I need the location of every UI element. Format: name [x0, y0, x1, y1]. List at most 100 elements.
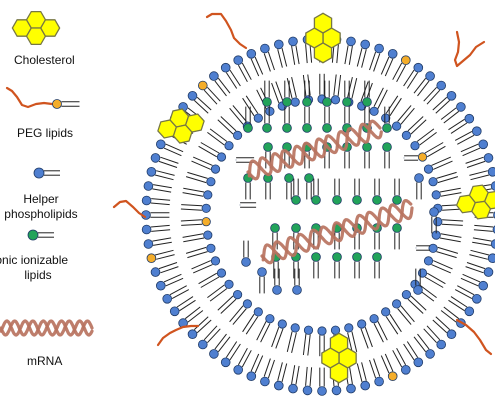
- lipid-head: [52, 99, 62, 109]
- core-lipid: [263, 173, 273, 200]
- lipid-head: [425, 349, 435, 359]
- lipid-tail: [232, 308, 247, 325]
- outer-helper-lipid: [413, 333, 435, 359]
- lipid-head: [224, 279, 234, 289]
- outer-helper-lipid: [233, 55, 252, 83]
- lipid-head: [292, 285, 302, 295]
- lipid-tail: [440, 310, 457, 323]
- lipid-head: [487, 253, 495, 263]
- lipid-head: [270, 223, 280, 233]
- lipid-head: [162, 293, 173, 304]
- lipid-head: [471, 293, 482, 304]
- cationic-label-line1: Cationic ionizable: [0, 253, 69, 267]
- lipid-head: [304, 173, 314, 183]
- cholesterol-ring: [39, 19, 61, 37]
- lipid-head: [216, 152, 227, 162]
- core-lipid: [257, 267, 267, 294]
- mrna-strand: [247, 122, 383, 178]
- lipid-head: [490, 181, 495, 191]
- lipid-tail: [150, 224, 170, 228]
- lipid-tail: [187, 310, 204, 323]
- cholesterol-icon: [321, 332, 357, 384]
- lipid-head: [372, 195, 382, 205]
- inner-lipid: [428, 171, 459, 187]
- lipid-tail: [440, 192, 462, 197]
- lipid-head: [143, 181, 154, 191]
- lipid-head: [401, 289, 411, 300]
- outer-helper-lipid: [146, 167, 175, 181]
- outer-helper-lipid: [369, 358, 384, 387]
- lipid-head: [209, 71, 219, 81]
- lipid-head: [243, 123, 253, 133]
- lipid-tail: [154, 249, 174, 256]
- lipid-tail: [460, 143, 479, 153]
- lipid-head: [391, 121, 402, 131]
- core-lipid: [352, 252, 362, 279]
- lipid-head: [253, 307, 263, 317]
- lipid-tail: [153, 241, 172, 246]
- helper-phospholipids-label: Helper phospholipids: [0, 192, 82, 222]
- lipid-head: [303, 325, 314, 335]
- lipid-head: [302, 123, 312, 133]
- lipid-head: [382, 142, 392, 152]
- lipid-tail: [437, 176, 459, 184]
- lipid-head: [490, 239, 495, 249]
- lipid-tail: [465, 156, 484, 164]
- outer-helper-lipid: [392, 347, 411, 375]
- lipid-tail: [180, 208, 202, 211]
- lipid-head: [392, 223, 402, 233]
- lipid-tail: [424, 276, 444, 288]
- lipid-tail: [361, 49, 367, 68]
- mrna-label: mRNA: [27, 354, 63, 368]
- lipid-head: [423, 164, 434, 174]
- lipid-tail: [153, 184, 172, 189]
- lipid-tail: [413, 77, 427, 94]
- lipid-head: [374, 376, 384, 387]
- outer-peg-lipid: [146, 249, 175, 264]
- lipid-tail: [203, 325, 218, 341]
- inner-lipid: [182, 230, 213, 243]
- inner-lipid: [423, 156, 453, 174]
- inner-lipid: [391, 105, 415, 131]
- core-lipid: [284, 173, 294, 200]
- lipid-tail: [209, 128, 228, 142]
- lipid-tail: [291, 365, 296, 384]
- inner-lipid: [433, 217, 464, 227]
- lipid-tail: [454, 289, 473, 300]
- peg-head: [52, 99, 80, 109]
- lipid-head: [209, 349, 219, 359]
- lipid-tail: [364, 327, 373, 348]
- outer-helper-lipid: [233, 347, 252, 375]
- lipid-head: [265, 106, 275, 116]
- outer-helper-lipid: [260, 358, 275, 387]
- core-tail: [403, 155, 419, 161]
- lipid-head: [357, 319, 367, 329]
- peg-chain: [453, 30, 486, 68]
- lipid-head: [428, 177, 438, 187]
- inner-lipid-layer: [180, 73, 464, 357]
- lipid-tail: [181, 204, 203, 207]
- lipid-head: [210, 256, 221, 266]
- inner-lipid: [428, 243, 459, 259]
- lipid-tail: [403, 343, 415, 361]
- lipid-tail: [242, 313, 255, 333]
- lipid-head: [233, 130, 243, 140]
- lipid-tail: [291, 46, 296, 65]
- lipid-head: [203, 190, 213, 200]
- outer-helper-lipid: [448, 113, 475, 134]
- lipid-tail: [193, 100, 209, 114]
- lipid-tail: [151, 198, 171, 201]
- lipid-head: [372, 252, 382, 262]
- lipid-head: [362, 97, 372, 107]
- lipid-head: [253, 113, 263, 123]
- cholesterol-ring: [184, 113, 205, 133]
- lipid-tail: [150, 202, 170, 206]
- helper-label-line1: Helper: [23, 192, 59, 206]
- lipid-tail: [373, 358, 381, 377]
- core-lipid: [413, 268, 423, 295]
- lipid-head: [210, 164, 221, 174]
- lipid-tail: [460, 277, 479, 287]
- lipid-head: [322, 97, 332, 107]
- inner-lipid: [271, 319, 287, 349]
- outer-helper-lipid: [220, 62, 241, 89]
